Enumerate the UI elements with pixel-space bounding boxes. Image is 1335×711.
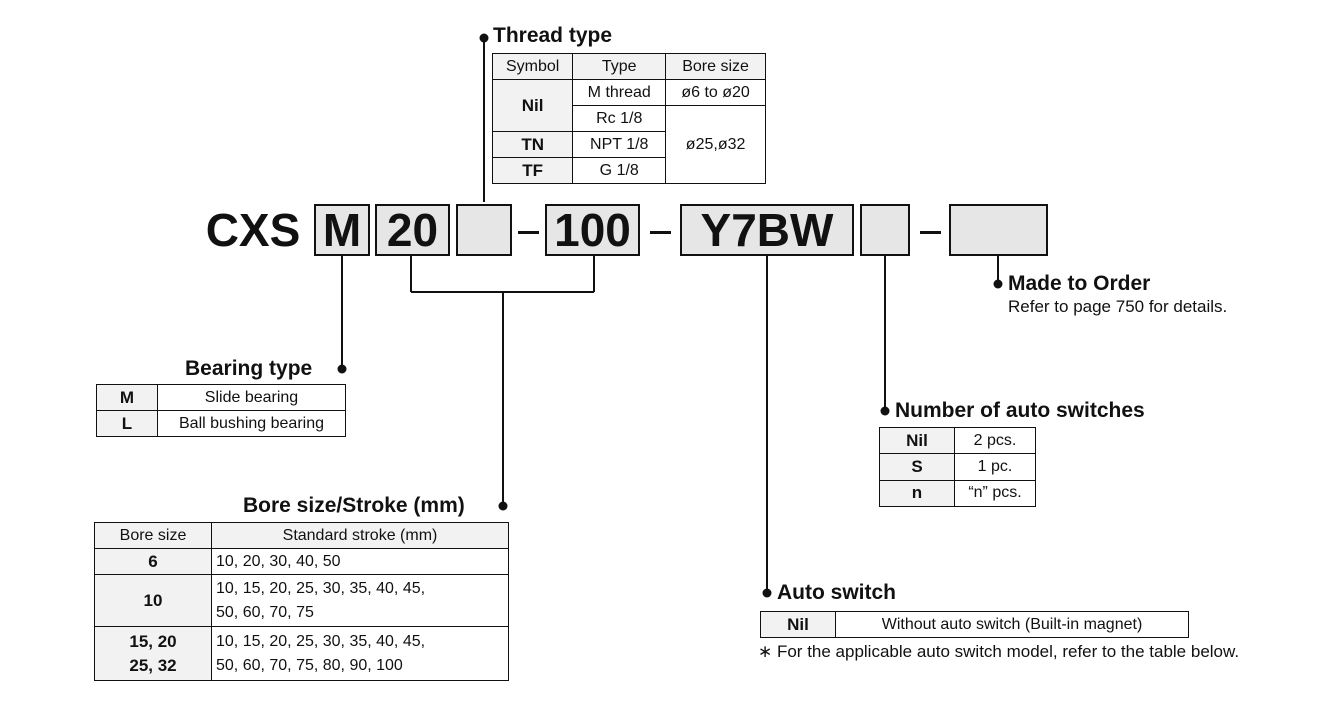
model-prefix: CXS [205, 204, 301, 256]
stroke-10-line-1: 10, 15, 20, 25, 30, 35, 40, 45, [216, 579, 426, 597]
bore-10: 10 [94, 574, 212, 627]
thread-type-heading: Thread type [493, 24, 613, 47]
stroke-10-line-2: 50, 60, 70, 75 [216, 603, 314, 621]
bearing-type-table: M Slide bearing L Ball bushing bearing [96, 384, 346, 437]
switch-count-table: Nil 2 pcs. S 1 pc. n “n” pcs. [879, 426, 1036, 508]
switch-count-desc-1: 1 pc. [954, 453, 1036, 481]
bore-code-box: 20 [375, 204, 450, 256]
dash-3 [920, 231, 941, 234]
switch-count-heading: Number of auto switches [895, 399, 1145, 422]
stroke-large: 10, 15, 20, 25, 30, 35, 40, 45, 50, 60, … [211, 626, 509, 681]
thread-header-bore: Bore size [665, 53, 766, 80]
thread-symbol-tn: TN [491, 131, 574, 158]
made-to-order-heading: Made to Order [1008, 272, 1151, 295]
switch-count-desc-n: “n” pcs. [954, 479, 1036, 508]
auto-switch-desc-nil: Without auto switch (Built-in magnet) [835, 611, 1189, 638]
stroke-6: 10, 20, 30, 40, 50 [211, 548, 509, 575]
bore-large: 15, 20 25, 32 [94, 626, 212, 681]
bore-stroke-heading: Bore size/Stroke (mm) [243, 494, 465, 517]
thread-type-m: M thread [572, 79, 667, 106]
bearing-symbol-m: M [96, 384, 158, 411]
bearing-desc-slide: Slide bearing [157, 384, 346, 411]
bearing-type-heading: Bearing type [185, 357, 313, 380]
bore-header: Bore size [94, 522, 212, 549]
thread-header-type: Type [572, 53, 667, 80]
auto-switch-table: Nil Without auto switch (Built-in magnet… [760, 611, 1189, 638]
stroke-large-line-1: 10, 15, 20, 25, 30, 35, 40, 45, [216, 632, 426, 650]
switch-count-symbol-n: n [879, 479, 955, 508]
auto-switch-symbol-nil: Nil [760, 611, 836, 638]
switch-count-desc-2: 2 pcs. [954, 426, 1036, 455]
stroke-10: 10, 15, 20, 25, 30, 35, 40, 45, 50, 60, … [211, 574, 509, 627]
bearing-symbol-l: L [96, 410, 158, 437]
switch-count-box [860, 204, 910, 256]
dash-1 [518, 231, 539, 234]
stroke-header: Standard stroke (mm) [211, 522, 509, 549]
bore-6: 6 [94, 548, 212, 575]
switch-count-symbol-s: S [879, 453, 955, 481]
auto-switch-note: ∗ For the applicable auto switch model, … [758, 642, 1240, 661]
thread-symbol-nil: Nil [491, 79, 574, 132]
bore-large-line-1: 15, 20 [129, 631, 177, 651]
thread-type-npt: NPT 1/8 [572, 131, 667, 158]
thread-symbol-tf: TF [491, 157, 574, 184]
dash-2 [650, 231, 671, 234]
bore-stroke-table: Bore size Standard stroke (mm) 6 10, 20,… [94, 522, 509, 681]
thread-bore-small: ø6 to ø20 [665, 79, 766, 106]
thread-type-table: Symbol Type Bore size Nil M thread ø6 to… [491, 53, 766, 184]
switch-code-box: Y7BW [680, 204, 854, 256]
bearing-desc-ball: Ball bushing bearing [157, 410, 346, 437]
thread-header-symbol: Symbol [491, 53, 574, 80]
stroke-code-box: 100 [545, 204, 640, 256]
thread-bore-large: ø25,ø32 [665, 105, 766, 184]
thread-type-rc: Rc 1/8 [572, 105, 667, 132]
made-to-order-box [949, 204, 1048, 256]
thread-code-box [456, 204, 512, 256]
switch-count-symbol-nil: Nil [879, 426, 955, 455]
auto-switch-heading: Auto switch [777, 581, 896, 604]
stroke-large-line-2: 50, 60, 70, 75, 80, 90, 100 [216, 656, 403, 674]
thread-type-g: G 1/8 [572, 157, 667, 184]
bearing-code-box: M [314, 204, 370, 256]
bore-large-line-2: 25, 32 [129, 655, 177, 675]
made-to-order-note: Refer to page 750 for details. [1008, 297, 1228, 316]
